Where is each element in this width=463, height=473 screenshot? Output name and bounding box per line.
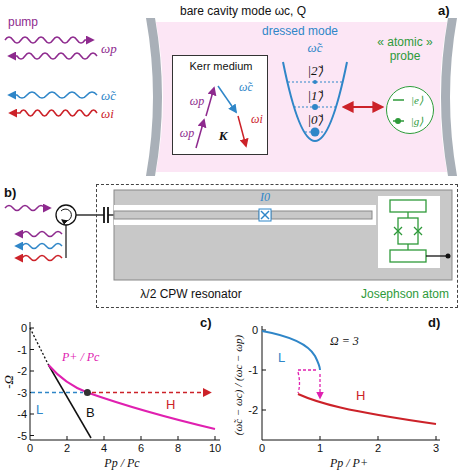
axis-tick: -2 [248,405,258,416]
state-label: |0̃⟩ [307,113,322,126]
box-title: Kerr medium [190,61,253,72]
axis-tick: 8 [175,443,181,454]
axis-title: Pp / Pc [104,457,139,469]
frequency-label: ωp [180,127,194,139]
dressed-ladder [283,62,382,141]
branch-label: L [278,351,285,364]
state-label: |1̃⟩ [307,89,322,102]
axis-tick: 0 [259,443,265,454]
device-label: λ/2 CPW resonator [140,288,241,300]
axis-tick: 0 [27,443,33,454]
region-label: L [36,403,43,416]
line-waves [5,206,62,261]
device-label: Josephson atom [361,288,449,300]
frequency-label: ω̃c [101,89,116,102]
cavity-title: bare cavity mode ωc, Q [180,5,306,17]
kerr-constant: K [219,129,228,142]
axis-tick: 4 [101,443,107,454]
axis-tick: -5 [17,430,27,441]
panel-letter: c) [200,316,212,329]
axis-title: Pp / P+ [330,457,368,469]
panel-letter: d) [428,316,440,329]
wave-label: pump [8,16,38,28]
axis-tick: 3 [433,443,439,454]
region-label: B [86,406,95,419]
curve-label: P+ / Pc [62,351,99,363]
current-label: I0 [260,191,270,203]
probe-label: « atomic » probe [363,36,447,64]
frequency-label: ωp [101,42,117,55]
axis-tick: -3 [17,387,27,398]
axis-title: (ω̃c − ωc) / (ωc − ωp) [233,335,244,435]
frequency-label: ωi [101,107,114,120]
circuit [56,190,452,280]
atom-art [386,86,434,134]
axis-tick: -2 [17,366,27,377]
axis-title: -Ω [2,375,15,389]
state-label: |e⟩ [411,95,423,106]
kerr-box: Kerr medium ωp ωp ω̃c ωiK [172,55,268,155]
state-label: |g⟩ [411,116,424,127]
chart-c [30,322,220,440]
cavity-art [146,18,457,176]
panel-letter: b) [4,186,16,199]
axis-tick: 6 [138,443,144,454]
mode-label: dressed mode [262,25,338,37]
chart-d [262,326,440,440]
frequency-label: ωi [251,113,263,125]
axis-tick: -4 [17,409,27,420]
panel-letter: a) [438,4,450,17]
parameter-label: Ω = 3 [330,335,359,347]
axis-tick: -1 [17,344,27,355]
state-label: |2̃⟩ [307,64,322,77]
axis-tick: -1 [248,365,258,376]
atom-circle: |e⟩ |g⟩ [386,86,434,134]
axis-tick: 2 [375,443,381,454]
waves [5,37,97,116]
region-label: H [166,398,175,411]
frequency-label: ω̃c [239,81,253,93]
axis-tick: 0 [252,325,258,336]
axis-tick: 1 [317,443,323,454]
frequency-label: ωp [190,95,204,107]
branch-label: H [356,389,365,402]
axis-tick: 10 [209,443,221,454]
frequency-label: ω̃c [308,41,323,54]
axis-tick: 0 [21,323,27,334]
axis-tick: 2 [64,443,70,454]
